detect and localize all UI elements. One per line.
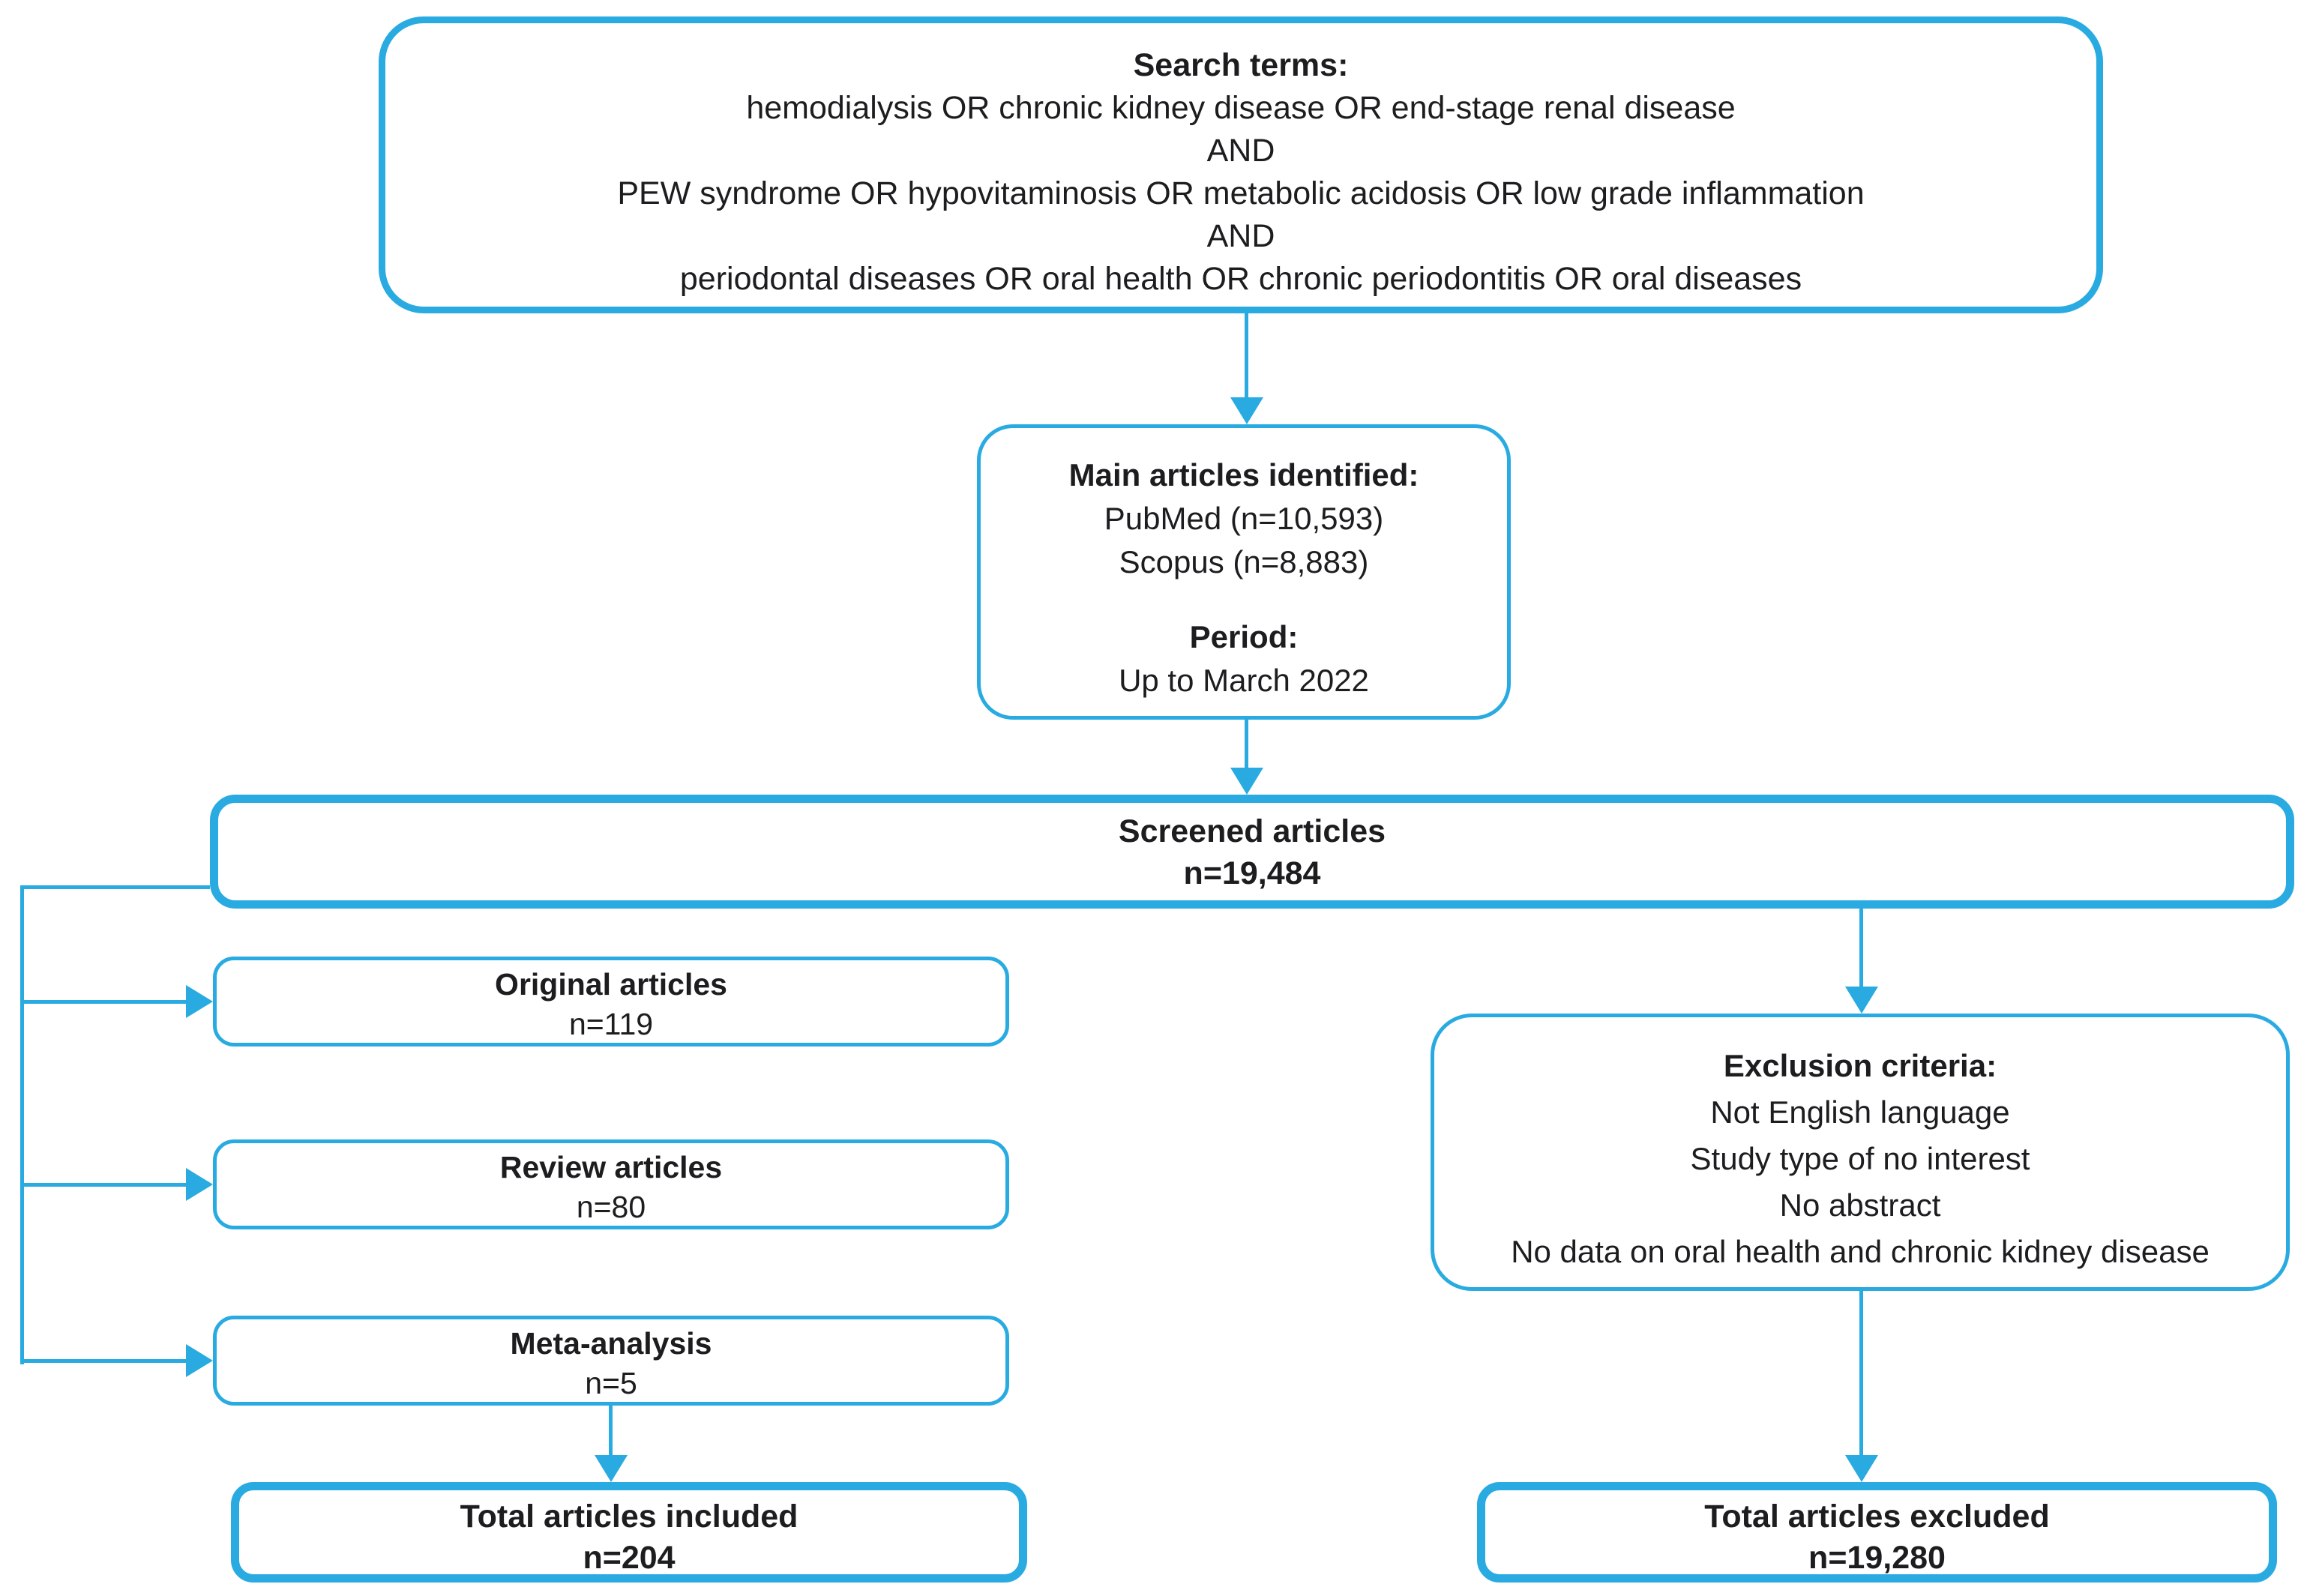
review-count: n=80 [576,1190,646,1224]
exclusion-title: Exclusion criteria: [1723,1048,1997,1083]
arrow-exclusion-to-excluded-line [1859,1291,1863,1457]
exclusion-item: No abstract [1779,1187,1941,1223]
arrow-main-to-screened-head [1230,768,1263,795]
arrow-screened-to-exclusion-line [1859,908,1863,988]
node-main-articles: Main articles identified: PubMed (n=10,5… [977,424,1511,720]
connector-screened-left-horizontal [20,885,210,889]
arrow-screened-to-exclusion-head [1845,987,1878,1014]
period-value: Up to March 2022 [1119,663,1369,698]
branch-to-meta-head [186,1344,213,1377]
arrow-exclusion-to-excluded-head [1845,1455,1878,1482]
node-total-excluded: Total articles excluded n=19,280 [1477,1482,2277,1583]
excluded-title: Total articles excluded [1704,1499,2050,1535]
search-terms-line: periodontal diseases OR oral health OR c… [679,261,1802,297]
period-title: Period: [1189,619,1299,654]
search-terms-operator: AND [1206,133,1275,169]
spacer-line [981,584,1507,615]
review-title: Review articles [499,1150,723,1184]
node-search-terms: Search terms: hemodialysis OR chronic ki… [379,16,2103,313]
exclusion-item: Study type of no interest [1690,1141,2030,1176]
main-articles-title: Main articles identified: [1068,457,1419,493]
search-terms-operator: AND [1206,218,1275,254]
excluded-count: n=19,280 [1808,1540,1946,1576]
arrow-search-to-main-line [1245,313,1248,399]
search-terms-line: hemodialysis OR chronic kidney disease O… [746,90,1736,126]
exclusion-item: Not English language [1710,1094,2010,1130]
meta-title: Meta-analysis [510,1326,712,1361]
screened-count: n=19,484 [1183,855,1321,891]
meta-count: n=5 [585,1366,637,1400]
arrow-meta-to-included-line [609,1406,613,1457]
pubmed-count: PubMed (n=10,593) [1104,501,1384,536]
node-review-articles: Review articles n=80 [213,1139,1009,1229]
arrow-main-to-screened-line [1245,720,1248,769]
search-terms-title: Search terms: [1133,47,1349,83]
branch-to-original-line [20,1000,186,1004]
node-exclusion-criteria: Exclusion criteria: Not English language… [1431,1014,2290,1291]
screened-title: Screened articles [1118,813,1386,849]
node-original-articles: Original articles n=119 [213,957,1009,1047]
branch-to-review-head [186,1168,213,1201]
branch-to-review-line [20,1183,186,1187]
node-total-included: Total articles included n=204 [231,1482,1027,1583]
node-screened-articles: Screened articles n=19,484 [210,795,2294,909]
branch-to-meta-line [20,1359,186,1363]
node-meta-analysis: Meta-analysis n=5 [213,1316,1009,1406]
search-terms-line: PEW syndrome OR hypovitaminosis OR metab… [617,175,1865,211]
arrow-meta-to-included-head [595,1455,628,1482]
branch-to-original-head [186,985,213,1018]
scopus-count: Scopus (n=8,883) [1119,544,1369,579]
arrow-search-to-main-head [1230,397,1263,424]
exclusion-item: No data on oral health and chronic kidne… [1511,1234,2210,1269]
included-count: n=204 [583,1540,676,1576]
connector-left-vertical [20,885,24,1364]
original-count: n=119 [568,1007,654,1041]
included-title: Total articles included [460,1499,798,1535]
original-title: Original articles [495,967,727,1002]
